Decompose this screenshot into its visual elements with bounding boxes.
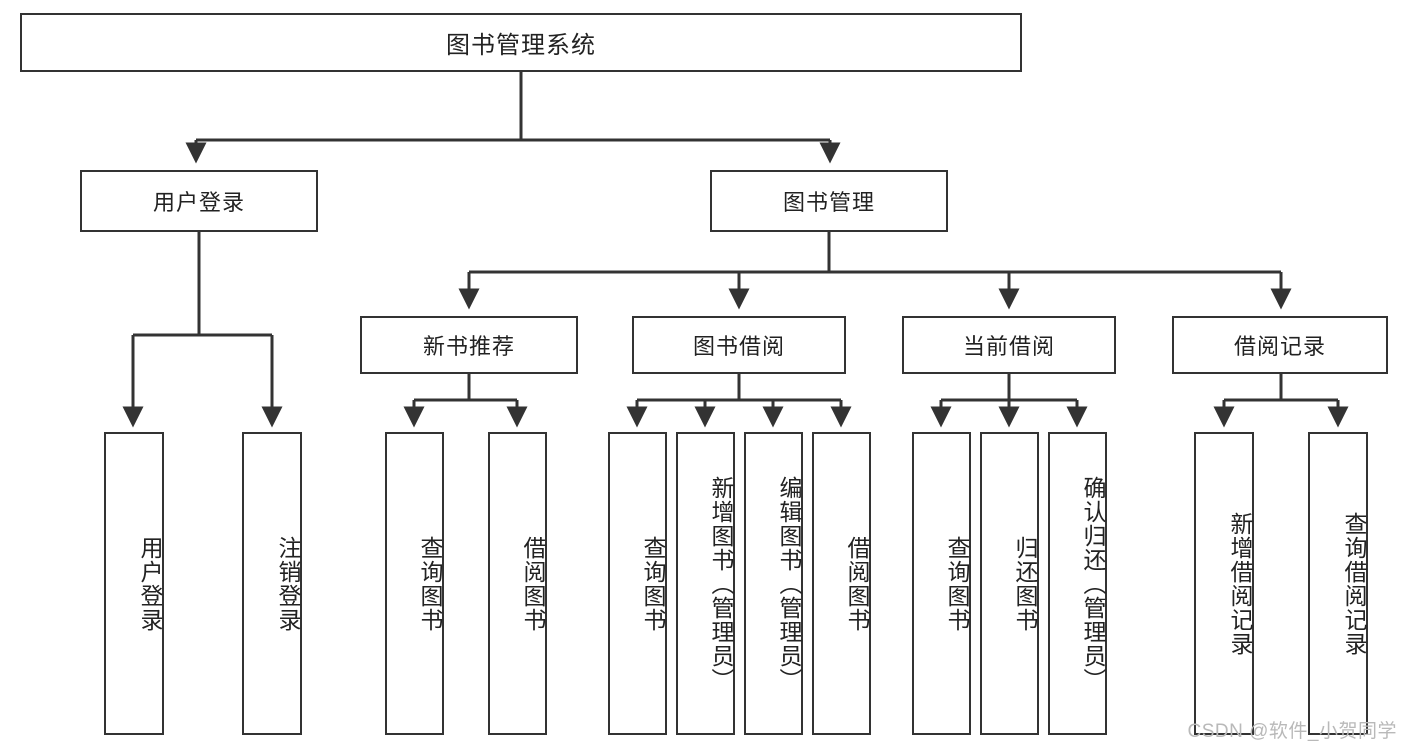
node-leaf-logout-label: 注销登录	[275, 535, 301, 632]
node-leaf-query-book-1[interactable]: 查询图书	[385, 432, 444, 735]
node-book-management-label: 图书管理	[782, 190, 875, 215]
node-leaf-add-record[interactable]: 新增借阅记录	[1194, 432, 1254, 735]
node-leaf-query-record-label: 查询借阅记录	[1341, 511, 1367, 656]
node-leaf-query-record[interactable]: 查询借阅记录	[1308, 432, 1368, 735]
node-user-login-label: 用户登录	[152, 190, 245, 215]
node-leaf-query-book-3[interactable]: 查询图书	[912, 432, 971, 735]
node-root-label: 图书管理系统	[446, 32, 596, 59]
node-book-management[interactable]: 图书管理	[710, 170, 948, 232]
node-leaf-borrow-book-1-label: 借阅图书	[520, 535, 546, 632]
node-borrow-record[interactable]: 借阅记录	[1172, 316, 1388, 374]
node-leaf-user-login[interactable]: 用户登录	[104, 432, 164, 735]
node-leaf-edit-book-label: 编辑图书（管理员）	[776, 475, 802, 692]
node-leaf-logout[interactable]: 注销登录	[242, 432, 302, 735]
node-borrow-record-label: 借阅记录	[1233, 334, 1326, 359]
node-leaf-query-book-1-label: 查询图书	[417, 535, 443, 632]
node-new-book-recommend[interactable]: 新书推荐	[360, 316, 578, 374]
node-leaf-add-book[interactable]: 新增图书（管理员）	[676, 432, 735, 735]
node-leaf-query-book-3-label: 查询图书	[944, 535, 970, 632]
node-leaf-query-book-2-label: 查询图书	[640, 535, 666, 632]
node-leaf-return-book[interactable]: 归还图书	[980, 432, 1039, 735]
node-leaf-edit-book[interactable]: 编辑图书（管理员）	[744, 432, 803, 735]
node-leaf-add-book-label: 新增图书（管理员）	[708, 475, 734, 692]
node-book-borrow[interactable]: 图书借阅	[632, 316, 846, 374]
node-leaf-borrow-book-2[interactable]: 借阅图书	[812, 432, 871, 735]
node-book-borrow-label: 图书借阅	[692, 334, 785, 359]
node-user-login[interactable]: 用户登录	[80, 170, 318, 232]
node-current-borrow[interactable]: 当前借阅	[902, 316, 1116, 374]
node-leaf-borrow-book-1[interactable]: 借阅图书	[488, 432, 547, 735]
node-leaf-confirm-return[interactable]: 确认归还（管理员）	[1048, 432, 1107, 735]
node-new-book-recommend-label: 新书推荐	[422, 334, 515, 359]
node-root-book-management-system[interactable]: 图书管理系统	[20, 13, 1022, 72]
node-leaf-return-book-label: 归还图书	[1012, 535, 1038, 632]
node-current-borrow-label: 当前借阅	[962, 334, 1055, 359]
node-leaf-borrow-book-2-label: 借阅图书	[844, 535, 870, 632]
node-leaf-query-book-2[interactable]: 查询图书	[608, 432, 667, 735]
node-leaf-add-record-label: 新增借阅记录	[1227, 511, 1253, 656]
node-leaf-confirm-return-label: 确认归还（管理员）	[1080, 475, 1106, 692]
node-leaf-user-login-label: 用户登录	[137, 535, 163, 632]
